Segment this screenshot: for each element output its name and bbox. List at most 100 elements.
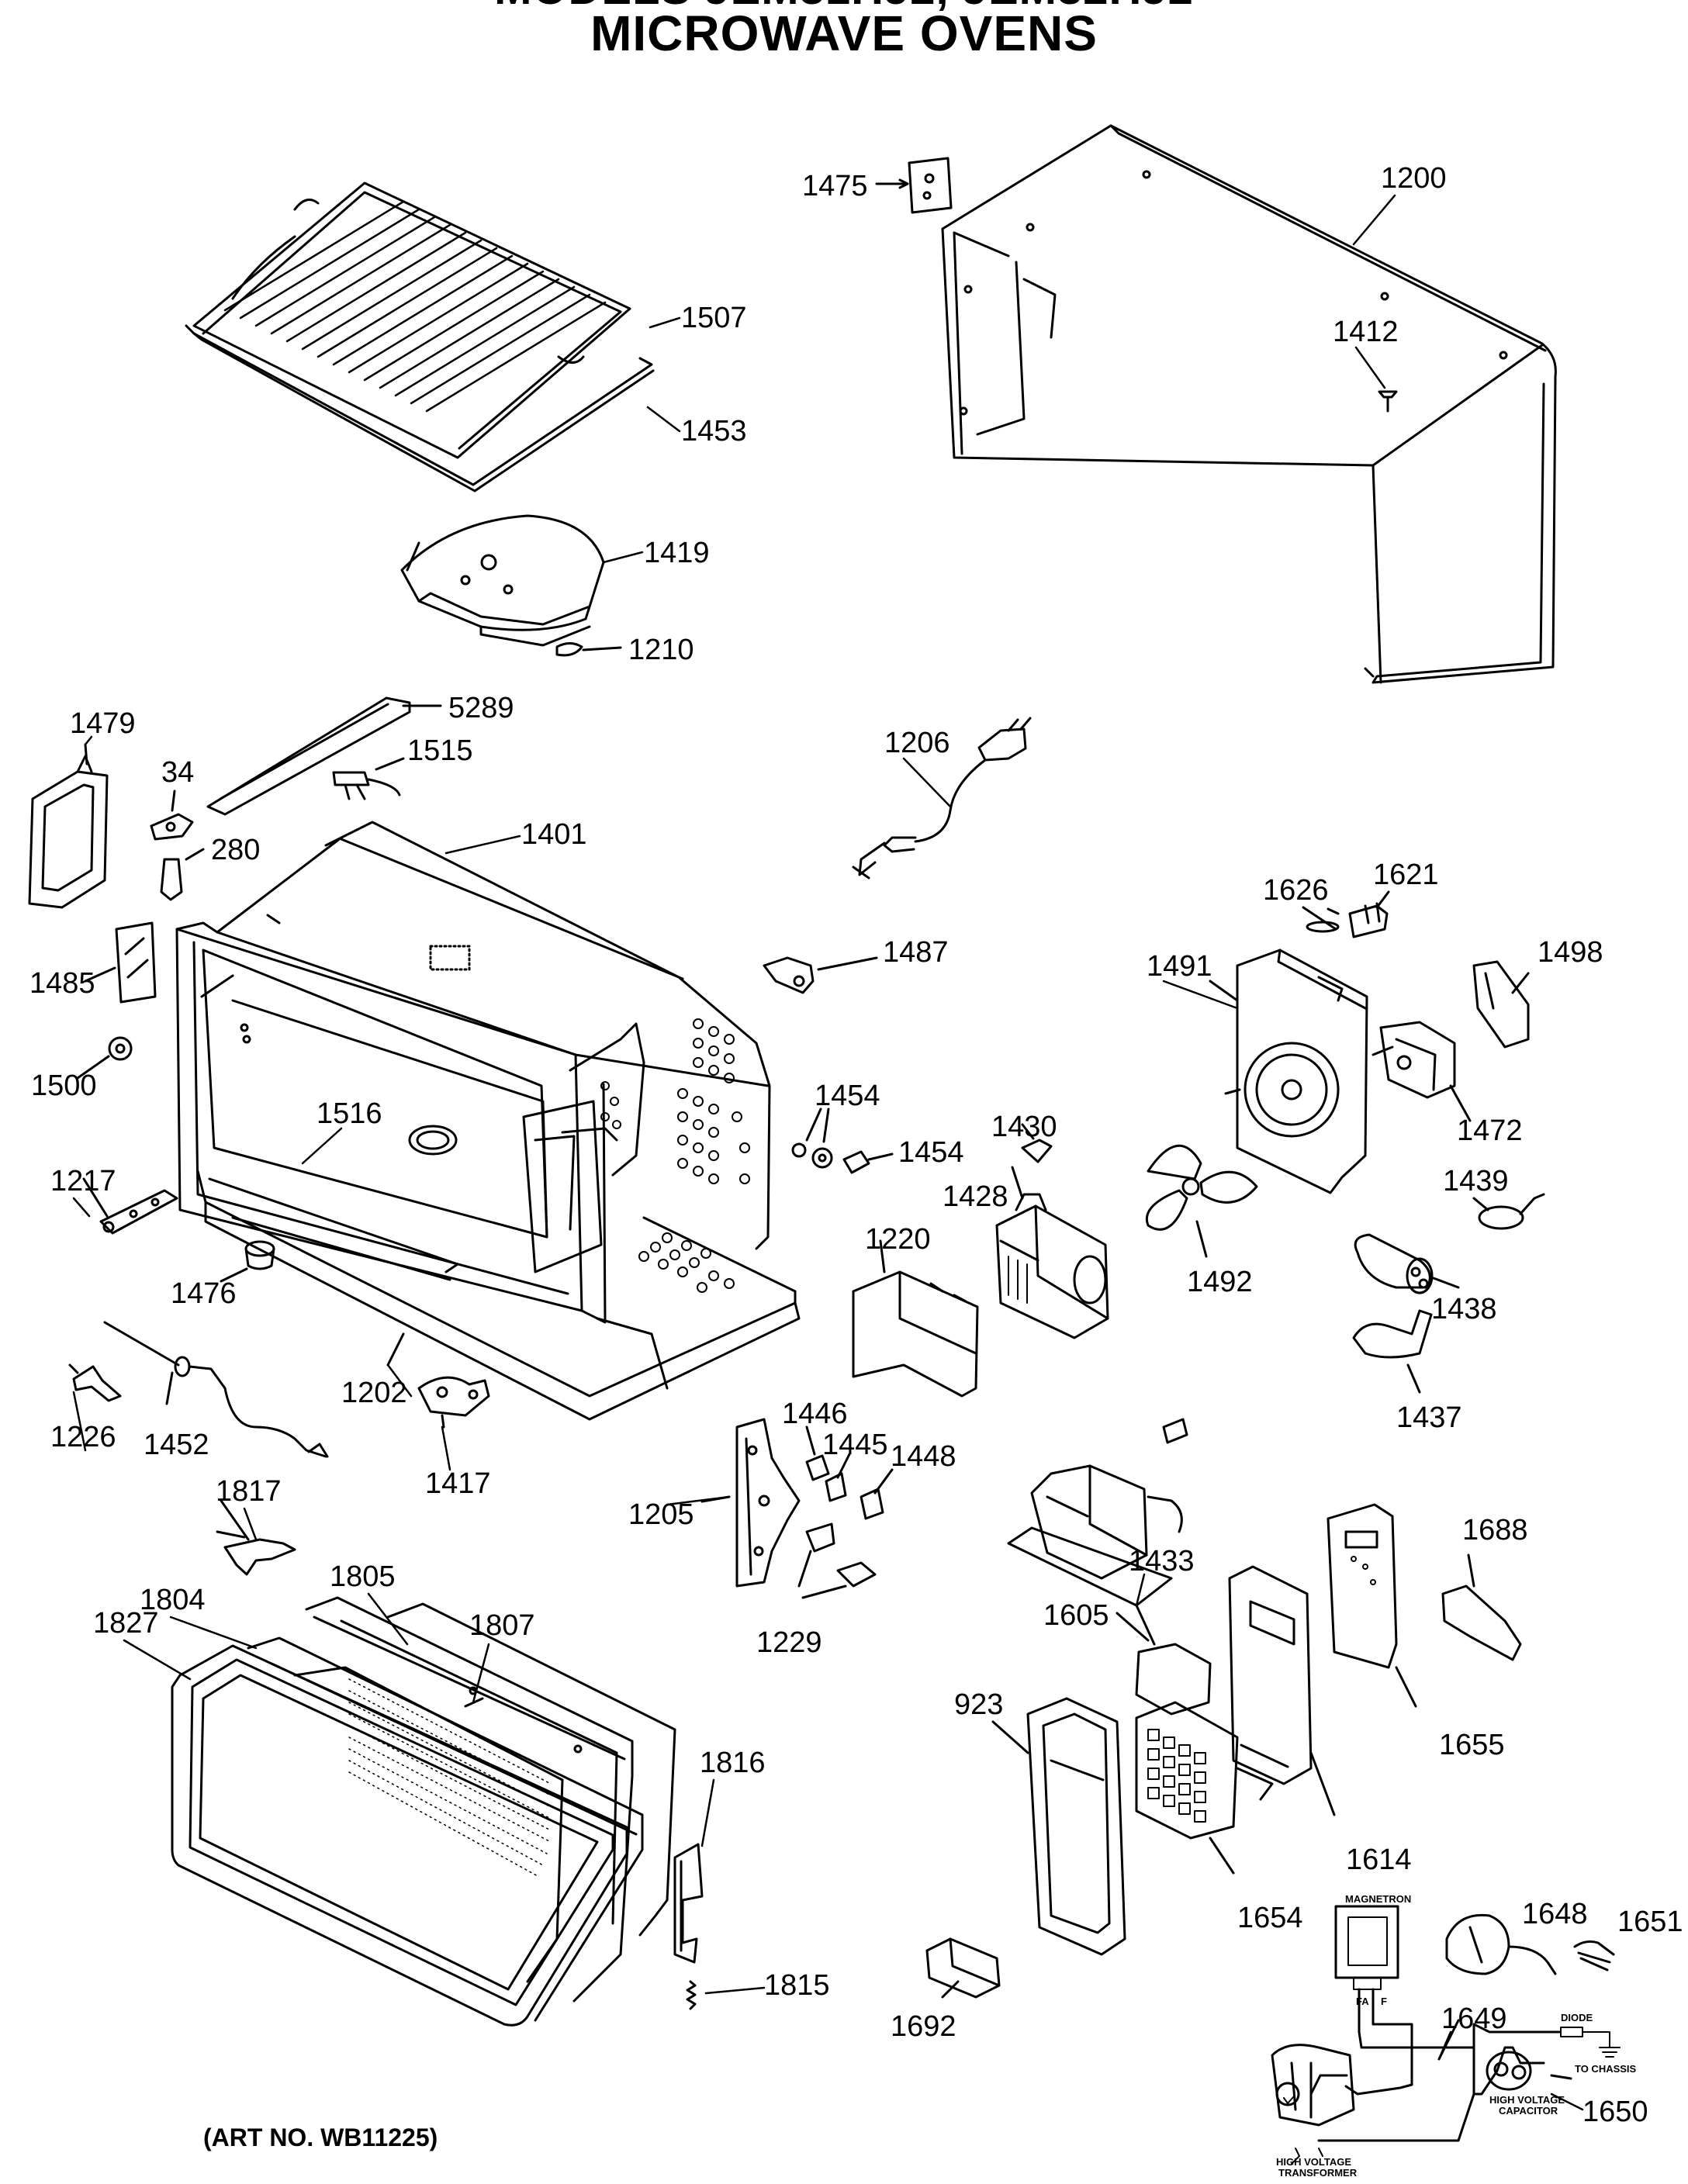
fan-motor-part-1648 — [1445, 1913, 1557, 1975]
thermal-probe-part-1452 — [103, 1321, 329, 1458]
page-title: MICROWAVE OVENS — [590, 5, 1098, 61]
callout-1655: 1655 — [1439, 1729, 1505, 1761]
bracket-part-5289 — [206, 696, 442, 816]
capacitor-clamp-part-1437 — [1352, 1309, 1433, 1394]
callout-1453: 1453 — [681, 415, 747, 448]
callout-280: 280 — [211, 834, 260, 866]
nameplate-part-1605 — [1116, 1612, 1212, 1716]
door-choke-part-1805 — [305, 1596, 634, 2003]
schematic-diode-label: DIODE — [1561, 2012, 1593, 2023]
outer-case-part-1200 — [941, 124, 1557, 684]
callout-5289: 5289 — [448, 692, 514, 724]
lamp-cover-part-1479 — [28, 743, 109, 909]
callout-1491: 1491 — [1147, 950, 1212, 983]
callout-1688: 1688 — [1462, 1514, 1528, 1546]
motor-part-1417 — [417, 1376, 490, 1429]
callout-1454-b: 1454 — [898, 1136, 964, 1169]
schematic-hv-capacitor-label-2: CAPACITOR — [1499, 2105, 1558, 2117]
callout-1417: 1417 — [425, 1467, 491, 1500]
callout-34: 34 — [161, 756, 194, 789]
air-guide-part-1220 — [852, 1239, 979, 1398]
control-board-part-1655 — [1327, 1503, 1417, 1708]
bracket-part-1475 — [875, 157, 953, 214]
callout-1200: 1200 — [1381, 162, 1447, 195]
lamp-part-280 — [160, 848, 205, 901]
callout-1475: 1475 — [802, 170, 868, 202]
callout-1515: 1515 — [407, 734, 473, 767]
control-panel-frame-part-1614 — [1228, 1565, 1336, 1816]
screw-part-1412 — [1378, 390, 1398, 413]
callout-1229: 1229 — [756, 1626, 822, 1659]
schematic-hv-capacitor-label-1: HIGH VOLTAGE — [1489, 2094, 1565, 2106]
callout-1807: 1807 — [469, 1609, 535, 1642]
callout-1817: 1817 — [216, 1475, 282, 1508]
oven-rack-part-1507 — [192, 181, 631, 459]
callout-1454-a: 1454 — [815, 1080, 880, 1112]
wire-part-1651 — [1573, 1940, 1615, 1971]
callout-1479: 1479 — [70, 707, 136, 740]
stirrer-cover-part-1419 — [400, 514, 605, 647]
callout-1401: 1401 — [521, 818, 587, 851]
callout-1651: 1651 — [1617, 1906, 1683, 1938]
bracket-part-1430 — [1021, 1123, 1053, 1163]
base-plate-part-1202 — [196, 1170, 801, 1421]
callout-1692: 1692 — [891, 2010, 956, 2043]
callout-1220: 1220 — [865, 1223, 931, 1256]
schematic-magnetron-label: MAGNETRON — [1345, 1893, 1411, 1905]
foot-part-1476 — [220, 1240, 275, 1283]
oven-tray-part-1453 — [185, 324, 655, 492]
callout-1202: 1202 — [341, 1377, 407, 1409]
capacitor-part-1438 — [1354, 1233, 1460, 1294]
keypad-part-1654 — [1135, 1701, 1274, 1875]
door-frame-part-1827 — [171, 1644, 628, 2027]
door-panel-part-1804 — [247, 1636, 644, 2022]
callout-1650: 1650 — [1582, 2096, 1648, 2128]
wire-harness-part-1515 — [332, 757, 405, 800]
callout-1433: 1433 — [1129, 1545, 1195, 1578]
callout-1439: 1439 — [1443, 1165, 1509, 1197]
fuse-holder-part-1621 — [1348, 890, 1390, 938]
title-models: MODELS JEM31HJ2, JEM32HJ2 — [0, 0, 1688, 15]
callout-1500: 1500 — [31, 1070, 97, 1102]
sensor-part-1226 — [68, 1363, 122, 1402]
callout-1210: 1210 — [628, 634, 694, 666]
interlock-switch-part-1446 — [805, 1425, 830, 1481]
bracket-part-1817 — [216, 1499, 296, 1576]
callout-1419: 1419 — [644, 537, 710, 569]
fan-blade-part-1492 — [1146, 1144, 1258, 1258]
callout-1498: 1498 — [1538, 936, 1603, 969]
schematic-hv-transformer-label-1: HIGH VOLTAGE — [1276, 2156, 1351, 2168]
nut-part-1454-a — [791, 1108, 833, 1169]
callout-1412: 1412 — [1333, 316, 1399, 348]
callout-1452: 1452 — [144, 1429, 209, 1461]
callout-1476: 1476 — [171, 1277, 237, 1310]
callout-1816: 1816 — [700, 1747, 766, 1779]
callout-1805: 1805 — [330, 1560, 396, 1593]
callout-1804: 1804 — [140, 1584, 206, 1616]
art-number: (ART NO. WB11225) — [203, 2124, 438, 2151]
callout-1648: 1648 — [1522, 1898, 1588, 1930]
interlock-switch-part-1448 — [860, 1468, 894, 1520]
callout-1492: 1492 — [1187, 1266, 1253, 1298]
callout-1428: 1428 — [943, 1180, 1008, 1213]
fuse-part-1626 — [1302, 906, 1340, 933]
callout-1621: 1621 — [1373, 859, 1439, 891]
latch-part-1816 — [673, 1843, 704, 1964]
socket-part-34 — [150, 790, 194, 841]
callout-1217: 1217 — [50, 1165, 116, 1197]
schematic-hv-transformer-label-2: TRANSFORMER — [1278, 2167, 1358, 2179]
callout-1815: 1815 — [764, 1969, 830, 2002]
control-frame-part-923 — [991, 1697, 1126, 1956]
lens-part-1485 — [84, 921, 157, 1004]
hv-transformer-part-1433 — [1007, 1418, 1188, 1646]
callout-1472: 1472 — [1457, 1114, 1523, 1147]
callout-1605: 1605 — [1043, 1599, 1109, 1632]
bracket-part-1688 — [1441, 1553, 1522, 1661]
callout-1430: 1430 — [991, 1111, 1057, 1143]
callout-1654: 1654 — [1237, 1902, 1303, 1934]
switch-part-1487 — [763, 956, 878, 994]
button-part-1692 — [925, 1937, 1001, 1999]
callout-1487: 1487 — [883, 936, 949, 969]
